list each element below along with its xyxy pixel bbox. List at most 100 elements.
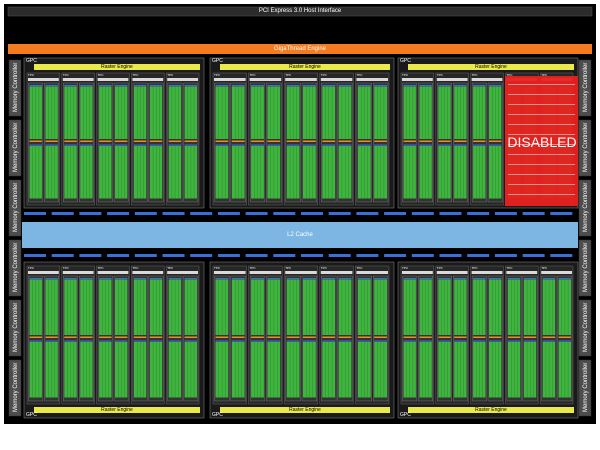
crossbar-strip-bottom-15 xyxy=(439,254,462,257)
sm-register-top-2-2-0-0 xyxy=(286,85,300,87)
polymorph-engine-bottom-3-0 xyxy=(402,271,433,274)
sm-register-top-3-0-1-1 xyxy=(419,144,432,146)
sm-register-top-3-1-1-1 xyxy=(454,144,467,146)
sm-register-top-1-2-0-1 xyxy=(99,144,112,146)
sm-cache-top-3-1-0 xyxy=(438,140,451,142)
sm-cache-top-1-4-1 xyxy=(184,140,197,142)
sm-register-top-3-1-1-0 xyxy=(454,85,467,87)
crossbar-strip-top-18 xyxy=(522,212,545,215)
sm-cache-top-2-0-0 xyxy=(215,140,229,142)
sm-cache-bottom-2-4-1 xyxy=(374,336,387,338)
polymorph-engine-bottom-1-3 xyxy=(132,271,164,274)
sm-cache-bottom-1-3-0 xyxy=(133,336,147,338)
polymorph-engine-top-2-0 xyxy=(214,78,246,81)
polymorph-engine-top-3-1 xyxy=(436,78,468,81)
cuda-core-block-bottom-1-3-0-0 xyxy=(133,279,147,335)
disabled-stripe xyxy=(508,134,575,135)
sm-register-top-1-4-1-0 xyxy=(184,85,197,87)
sm-register-bottom-2-2-0-0 xyxy=(286,278,300,280)
raster-engine-top-1 xyxy=(34,64,200,70)
crossbar-strip-bottom-12 xyxy=(356,254,379,257)
sm-cache-top-1-0-0 xyxy=(29,140,42,142)
sm-register-top-2-2-1-0 xyxy=(303,85,316,87)
sm-cache-top-1-3-1 xyxy=(149,140,163,142)
sm-register-bottom-2-3-0-1 xyxy=(322,340,336,342)
polymorph-engine-bottom-2-0 xyxy=(214,271,246,274)
sm-cache-top-3-1-1 xyxy=(454,140,467,142)
memory-controller-left-6 xyxy=(8,359,22,417)
crossbar-strip-bottom-2 xyxy=(79,254,102,257)
sm-register-bottom-2-3-1-1 xyxy=(338,340,352,342)
cuda-core-block-bottom-2-3-0-1 xyxy=(322,342,336,398)
sm-cache-top-1-2-1 xyxy=(115,140,128,142)
sm-register-bottom-3-4-1-0 xyxy=(558,278,571,280)
sm-register-top-3-2-0-0 xyxy=(473,85,486,87)
raster-engine-bottom-2 xyxy=(220,407,390,413)
polymorph-engine-bottom-3-1 xyxy=(436,271,468,274)
sm-register-bottom-3-0-0-0 xyxy=(403,278,416,280)
crossbar-strip-top-5 xyxy=(162,212,185,215)
sm-cache-bottom-1-3-1 xyxy=(149,336,163,338)
crossbar-strip-bottom-6 xyxy=(190,254,213,257)
polymorph-engine-bottom-3-2 xyxy=(471,271,503,274)
sm-cache-bottom-3-3-1 xyxy=(523,336,537,338)
sm-register-top-2-1-1-1 xyxy=(267,144,281,146)
disabled-stripe xyxy=(508,164,575,165)
sm-register-bottom-3-3-0-0 xyxy=(507,278,521,280)
sm-register-top-1-2-1-0 xyxy=(115,85,128,87)
crossbar-strip-top-15 xyxy=(439,212,462,215)
sm-register-top-1-0-0-0 xyxy=(29,85,42,87)
memory-controller-right-4 xyxy=(578,239,592,297)
polymorph-engine-bottom-1-2 xyxy=(97,271,129,274)
polymorph-engine-top-1-0 xyxy=(28,78,59,81)
crossbar-strip-bottom-7 xyxy=(217,254,240,257)
sm-register-bottom-3-3-1-0 xyxy=(523,278,537,280)
sm-register-top-2-4-0-1 xyxy=(357,144,371,146)
raster-engine-top-2 xyxy=(220,64,390,70)
sm-register-top-3-1-0-0 xyxy=(438,85,451,87)
crossbar-strip-bottom-0 xyxy=(24,254,46,257)
sm-register-top-1-1-1-0 xyxy=(80,85,93,87)
sm-register-top-1-1-1-1 xyxy=(80,144,93,146)
memory-controller-right-6 xyxy=(578,359,592,417)
sm-register-top-3-2-1-0 xyxy=(489,85,502,87)
cuda-core-block-bottom-1-1-1-0 xyxy=(80,279,93,335)
sm-register-bottom-1-3-1-1 xyxy=(149,340,163,342)
sm-register-bottom-3-2-1-0 xyxy=(489,278,502,280)
cuda-core-block-top-2-3-0-1 xyxy=(322,146,336,199)
sm-cache-bottom-1-0-0 xyxy=(29,336,42,338)
sm-register-top-2-0-0-0 xyxy=(215,85,229,87)
polymorph-engine-bottom-1-4 xyxy=(167,271,198,274)
sm-register-bottom-1-0-0-0 xyxy=(29,278,42,280)
crossbar-strip-bottom-18 xyxy=(522,254,545,257)
sm-register-bottom-3-2-0-0 xyxy=(473,278,486,280)
raster-engine-top-3 xyxy=(408,64,574,70)
sm-register-bottom-1-2-1-0 xyxy=(115,278,128,280)
sm-register-bottom-2-1-0-0 xyxy=(251,278,264,280)
sm-cache-top-3-2-1 xyxy=(489,140,502,142)
sm-cache-top-3-0-1 xyxy=(419,140,432,142)
sm-cache-bottom-3-0-0 xyxy=(403,336,416,338)
memory-controller-left-1 xyxy=(8,59,22,117)
cuda-core-block-top-1-1-1-1 xyxy=(80,146,93,199)
sm-register-top-3-0-1-0 xyxy=(419,85,432,87)
sm-register-bottom-3-4-1-1 xyxy=(558,340,571,342)
sm-register-top-3-1-0-1 xyxy=(438,144,451,146)
polymorph-engine-bottom-3-3 xyxy=(506,271,538,274)
polymorph-engine-top-2-3 xyxy=(320,78,353,81)
sm-cache-bottom-2-4-0 xyxy=(357,336,371,338)
crossbar-strip-bottom-3 xyxy=(107,254,130,257)
crossbar-strip-top-1 xyxy=(51,212,74,215)
sm-cache-bottom-3-2-1 xyxy=(489,336,502,338)
sm-cache-top-1-3-0 xyxy=(133,140,147,142)
sm-register-top-2-2-0-1 xyxy=(286,144,300,146)
sm-cache-bottom-2-1-0 xyxy=(251,336,264,338)
sm-register-top-1-0-1-0 xyxy=(45,85,58,87)
sm-register-top-1-0-1-1 xyxy=(45,144,58,146)
sm-register-bottom-2-2-1-0 xyxy=(303,278,316,280)
sm-register-bottom-3-4-0-1 xyxy=(542,340,556,342)
crossbar-strip-bottom-17 xyxy=(494,254,517,257)
sm-cache-bottom-2-0-0 xyxy=(215,336,229,338)
sm-register-top-2-2-1-1 xyxy=(303,144,316,146)
